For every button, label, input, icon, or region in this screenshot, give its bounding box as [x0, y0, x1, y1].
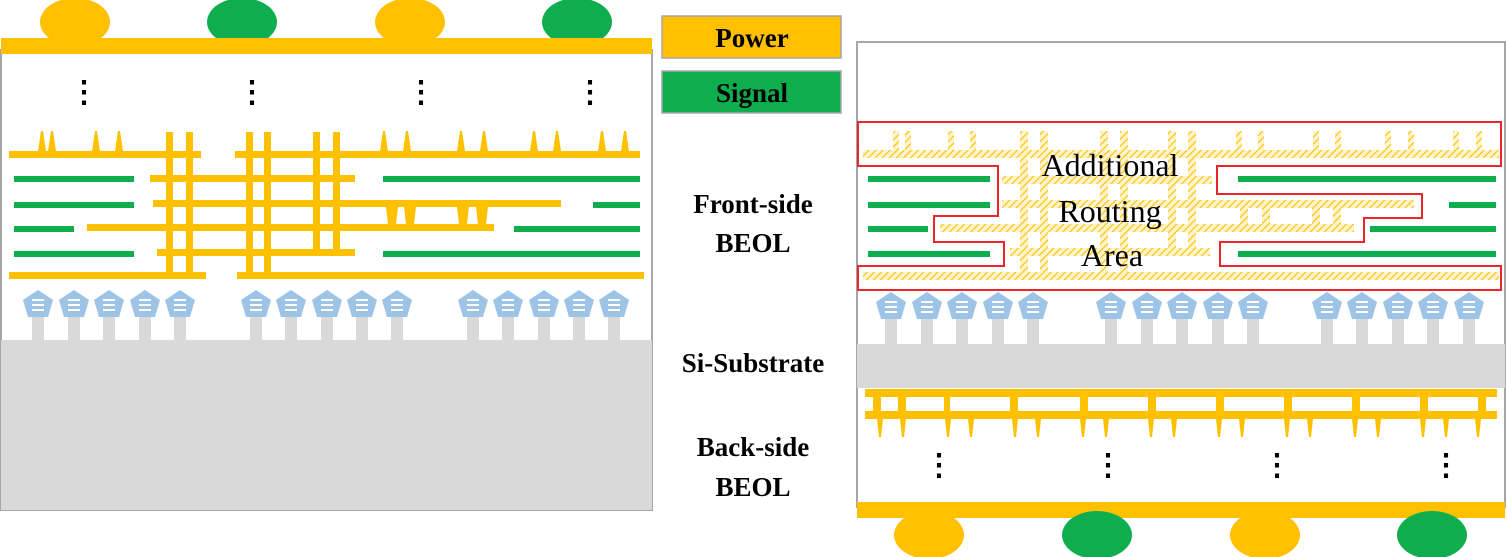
routing-area-label-line2: Routing	[1058, 193, 1161, 229]
label-front-side-beol: BEOL	[715, 228, 790, 258]
left-substrate	[1, 340, 652, 510]
left-transistor-13	[529, 290, 559, 342]
right-transistor-12	[1347, 292, 1377, 345]
right-transistor-15	[1454, 292, 1484, 345]
right-transistor-11	[1312, 292, 1342, 345]
left-transistor-15	[599, 290, 629, 342]
right-signal-bump-2	[1397, 511, 1467, 557]
left-ellipsis-3: ⋮	[406, 76, 436, 109]
legend-signal-swatch	[661, 70, 842, 114]
left-signal-lines	[14, 176, 640, 257]
right-transistor-13	[1383, 292, 1413, 345]
label-si-substrate: Si-Substrate	[682, 348, 825, 378]
right-transistor-10	[1238, 292, 1268, 345]
left-ellipsis-2: ⋮	[237, 76, 267, 109]
left-transistor-14	[564, 290, 594, 342]
routing-area-label-line1: Additional	[1042, 147, 1179, 183]
left-transistor-12	[493, 290, 523, 342]
right-signal-bump-1	[1062, 511, 1132, 557]
legend-signal: Signal	[661, 70, 842, 114]
right-transistor-14	[1418, 292, 1448, 345]
right-transistors	[876, 292, 1484, 345]
label-back-side: Back-side	[697, 432, 810, 462]
right-panel: Additional Routing Area	[856, 41, 1506, 557]
backside-power-network	[865, 389, 1497, 437]
right-transistor-6	[1096, 292, 1126, 345]
right-transistor-2	[912, 292, 942, 345]
label-back-side-beol: BEOL	[715, 472, 790, 502]
left-transistor-10	[382, 290, 412, 342]
left-panel: ⋮ ⋮ ⋮ ⋮	[0, 0, 653, 511]
left-transistor-9	[347, 290, 377, 342]
left-power-bump-2	[375, 0, 445, 46]
left-power-network	[9, 131, 644, 279]
left-signal-bump-2	[542, 0, 612, 46]
left-top-power-rail	[1, 38, 652, 54]
routing-area-label-line3: Area	[1081, 237, 1143, 273]
right-signal-lines	[868, 176, 1496, 257]
right-transistor-5	[1018, 292, 1048, 345]
legend: Power Signal	[661, 15, 842, 114]
right-transistor-3	[947, 292, 977, 345]
left-ellipsis-1: ⋮	[69, 76, 99, 109]
left-signal-bump-1	[207, 0, 277, 46]
right-bottom-power-rail	[857, 502, 1505, 518]
right-substrate	[857, 344, 1505, 388]
legend-power-label: Power	[715, 23, 788, 53]
right-ellipsis-2: ⋮	[1093, 449, 1123, 482]
label-front-side: Front-side	[693, 189, 813, 219]
left-transistor-1	[23, 290, 53, 342]
freed-power-network	[863, 131, 1499, 280]
right-ellipsis-4: ⋮	[1431, 449, 1461, 482]
additional-routing-area-outline	[857, 121, 1502, 291]
right-transistor-8	[1167, 292, 1197, 345]
legend-signal-label: Signal	[716, 78, 789, 108]
left-transistor-6	[241, 290, 271, 342]
right-transistor-7	[1132, 292, 1162, 345]
left-transistor-7	[276, 290, 306, 342]
right-ellipsis-1: ⋮	[924, 449, 954, 482]
left-power-bump-1	[40, 0, 110, 46]
left-transistors	[23, 290, 629, 342]
left-transistor-3	[94, 290, 124, 342]
legend-power-swatch	[661, 15, 842, 59]
right-power-bump-1	[894, 511, 964, 557]
left-transistor-8	[312, 290, 342, 342]
right-transistor-1	[876, 292, 906, 345]
right-power-bump-2	[1230, 511, 1300, 557]
left-ellipsis-4: ⋮	[575, 76, 605, 109]
left-transistor-4	[130, 290, 160, 342]
left-transistor-2	[59, 290, 89, 342]
right-transistor-4	[983, 292, 1013, 345]
left-transistor-5	[165, 290, 195, 342]
legend-power: Power	[661, 15, 842, 59]
left-transistor-11	[458, 290, 488, 342]
right-ellipsis-3: ⋮	[1262, 449, 1292, 482]
right-transistor-9	[1203, 292, 1233, 345]
